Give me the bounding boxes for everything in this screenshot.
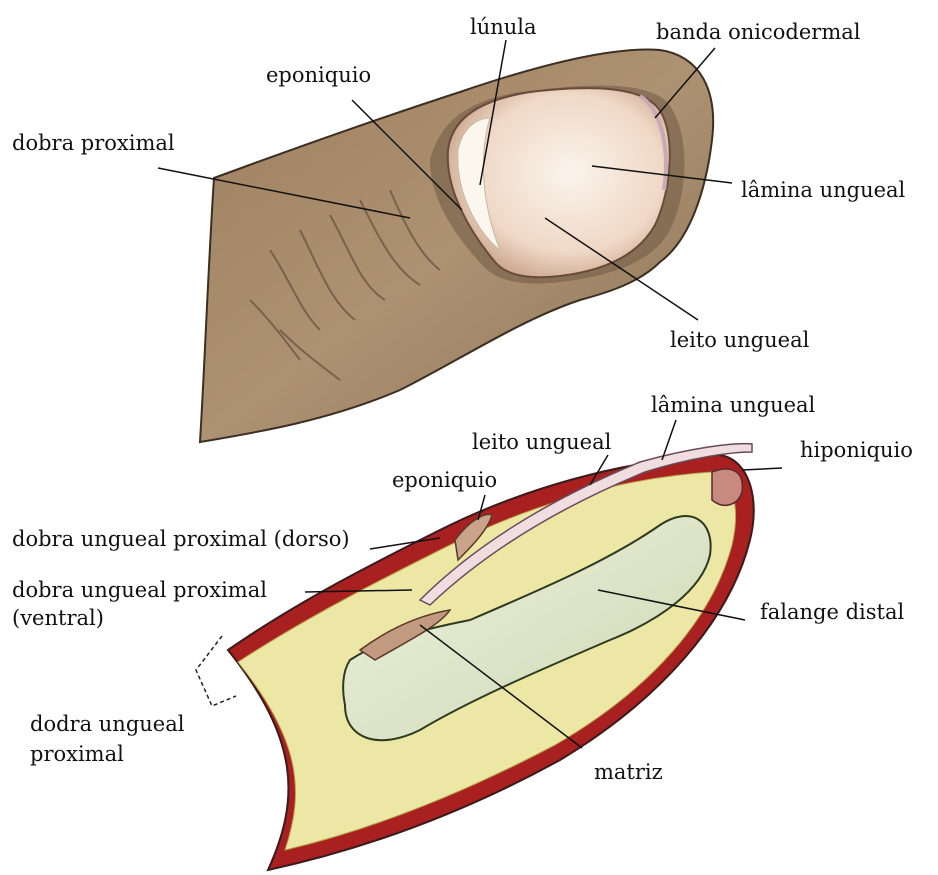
- label-eponychium-bottom: eponiquio: [392, 468, 497, 492]
- label-distal-phalanx: falange distal: [760, 600, 904, 624]
- label-eponychium-top: eponiquio: [266, 63, 371, 87]
- label-onychodermal-band: banda onicodermal: [656, 20, 860, 44]
- proximal-fold-bracket: [196, 636, 236, 706]
- label-nail-bed-bottom: leito ungueal: [472, 430, 611, 454]
- label-nail-plate-top: lâmina ungueal: [741, 178, 905, 202]
- label-proximal-fold: dobra proximal: [12, 131, 175, 155]
- nail-cross-section: [196, 444, 754, 870]
- label-matrix: matriz: [594, 760, 663, 784]
- finger-exterior: [200, 50, 713, 442]
- label-proximal-fold-ventral-1: dobra ungueal proximal: [12, 578, 267, 602]
- label-lunula: lúnula: [470, 15, 537, 39]
- hyponychium-tissue: [712, 469, 742, 505]
- label-nail-plate-bottom: lâmina ungueal: [651, 393, 815, 417]
- leader-hyponychium: [742, 468, 782, 470]
- label-nail-bed-top: leito ungueal: [670, 328, 809, 352]
- label-proximal-fold-2: proximal: [30, 742, 124, 766]
- label-proximal-fold-ventral-2: (ventral): [12, 606, 104, 630]
- label-proximal-fold-1: dodra ungueal: [30, 712, 184, 736]
- label-hyponychium: hiponiquio: [800, 438, 913, 462]
- label-proximal-fold-dorsal: dobra ungueal proximal (dorso): [12, 527, 350, 551]
